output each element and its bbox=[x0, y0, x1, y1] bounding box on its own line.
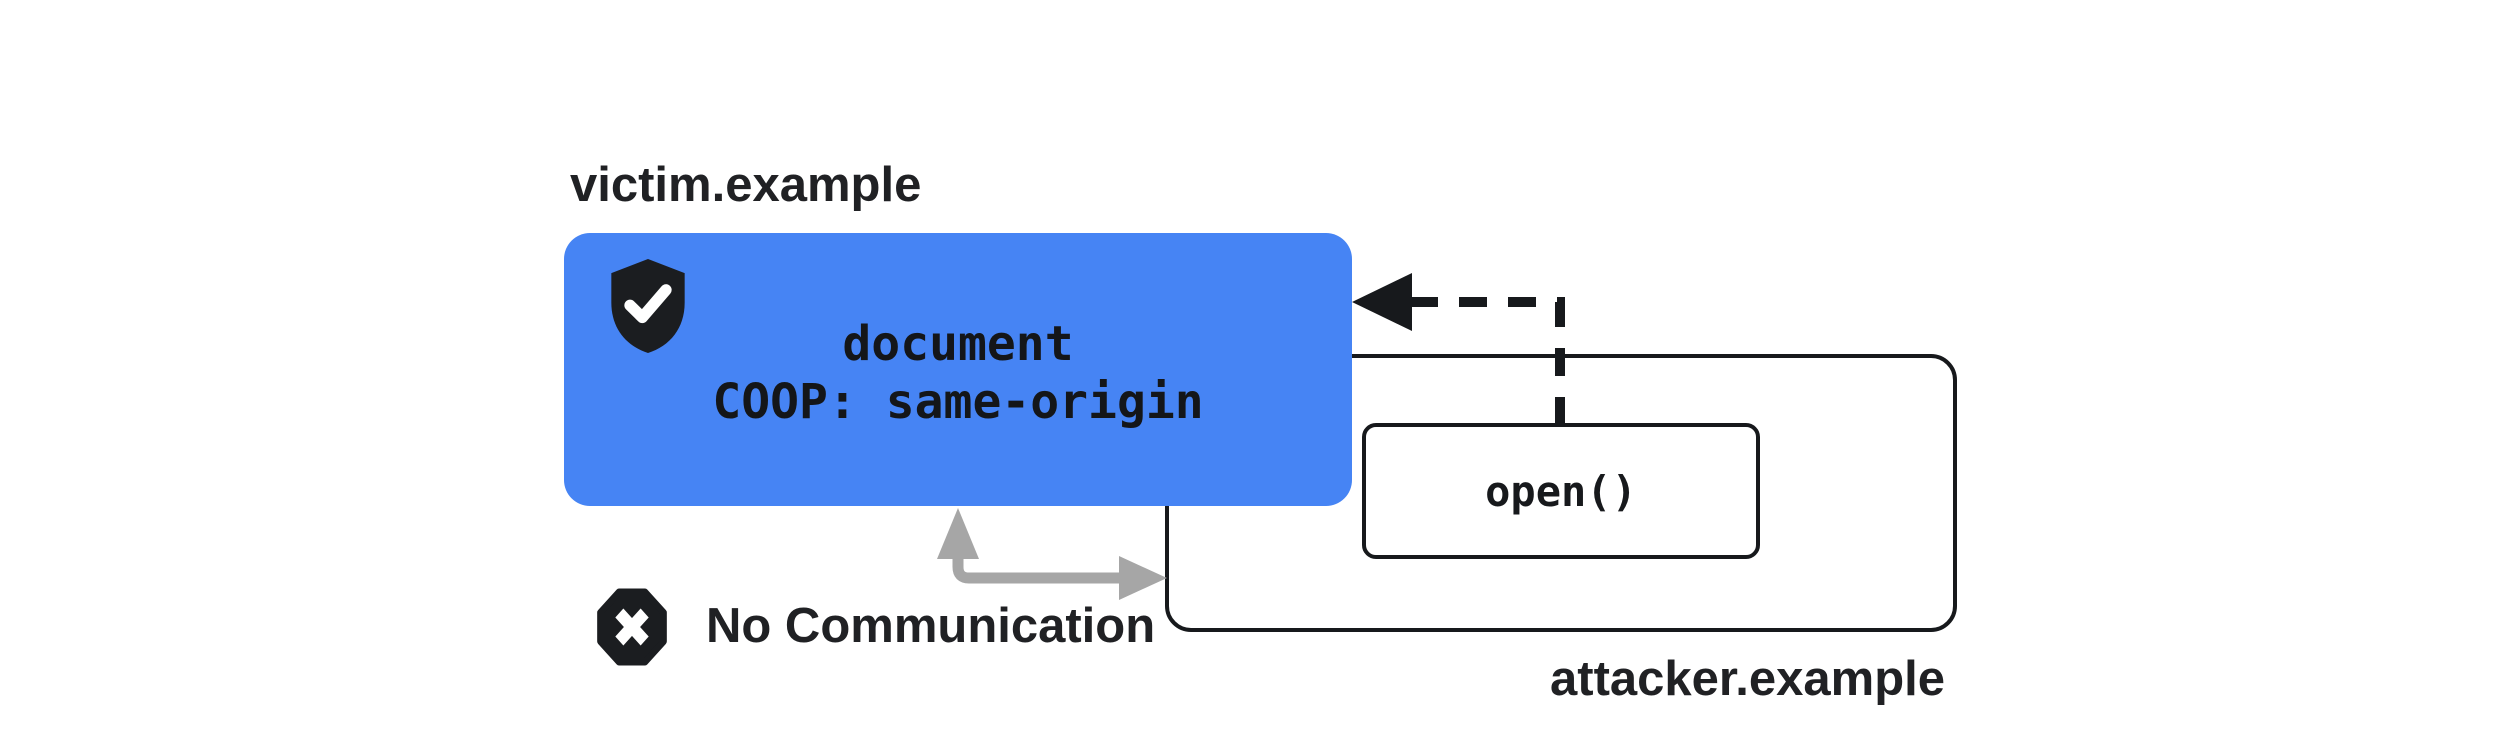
victim-document-box: document COOP: same-origin bbox=[564, 233, 1352, 506]
open-call-box: open() bbox=[1362, 423, 1760, 559]
attacker-domain-label: attacker.example bbox=[1550, 652, 1945, 706]
victim-document-text: document COOP: same-origin bbox=[564, 233, 1352, 506]
no-communication-label: No Communication bbox=[706, 599, 1156, 653]
open-call-label: open() bbox=[1485, 466, 1637, 516]
no-communication-arrow bbox=[937, 508, 1167, 600]
dashed-arrowhead-left-icon bbox=[1352, 273, 1412, 331]
shield-check-icon bbox=[611, 259, 685, 353]
gray-arrowhead-right-icon bbox=[1119, 556, 1167, 600]
document-line: document bbox=[842, 315, 1074, 372]
victim-domain-label: victim.example bbox=[570, 158, 922, 212]
octagon-x-icon bbox=[597, 588, 667, 666]
gray-arrowhead-up-icon bbox=[937, 508, 979, 559]
coop-header-line: COOP: same-origin bbox=[712, 373, 1204, 430]
